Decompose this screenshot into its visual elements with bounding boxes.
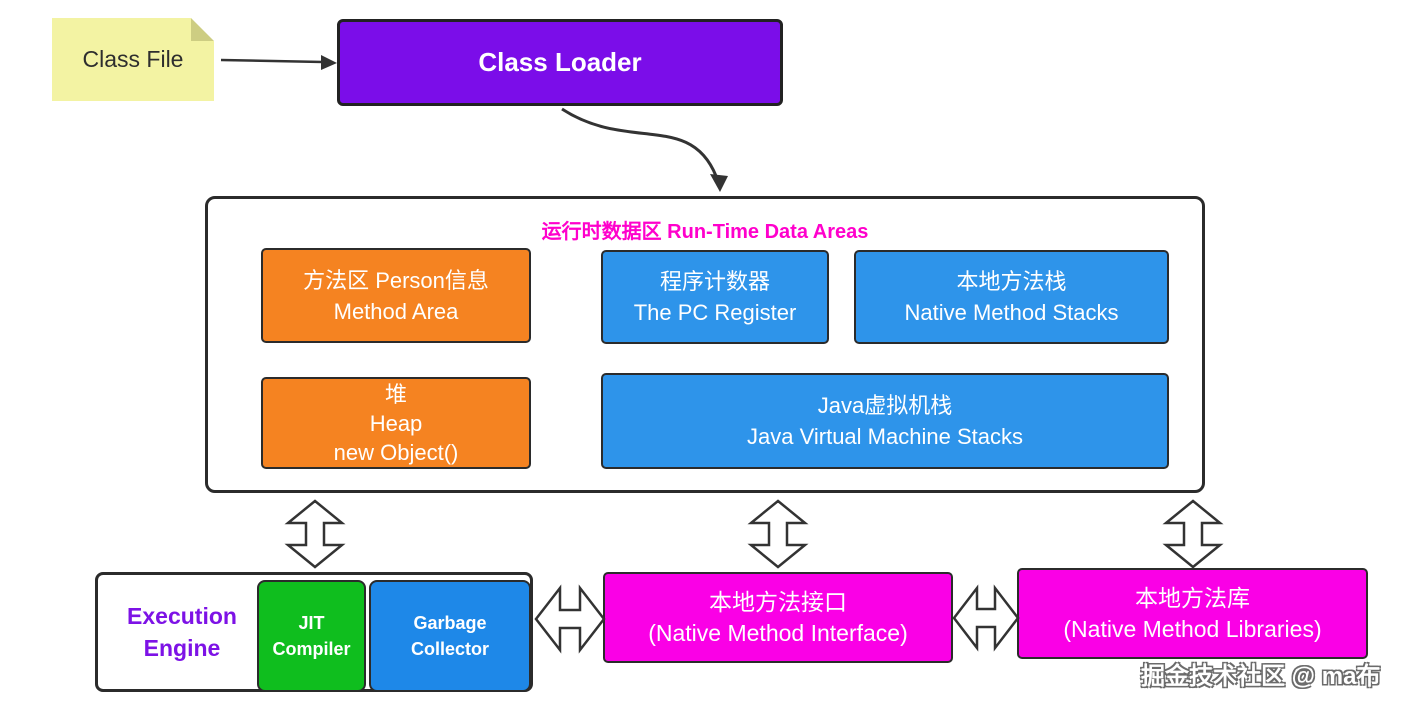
double-arrow-vertical-icon	[1162, 499, 1224, 569]
heap-box: 堆 Heap new Object()	[261, 377, 531, 469]
native-method-libraries-line1: 本地方法库	[1135, 584, 1250, 611]
heap-line2: Heap	[369, 410, 423, 436]
runtime-data-areas-box: 运行时数据区 Run-Time Data Areas 方法区 Person信息 …	[205, 196, 1205, 493]
double-arrow-horizontal-icon	[534, 584, 606, 654]
jvm-stacks-line1: Java虚拟机栈	[817, 393, 953, 418]
jvm-stacks-line2: Java Virtual Machine Stacks	[747, 424, 1023, 449]
execution-engine-label-line2: Engine	[143, 635, 221, 661]
native-method-libraries-box: 本地方法库 (Native Method Libraries)	[1017, 568, 1368, 659]
class-file-note: Class File	[52, 18, 214, 101]
garbage-collector-line1: Garbage	[413, 613, 487, 633]
pc-register-box: 程序计数器 The PC Register	[601, 250, 829, 344]
double-arrow-vertical-icon	[284, 499, 346, 569]
method-area-box: 方法区 Person信息 Method Area	[261, 248, 531, 343]
note-folded-corner-icon	[191, 18, 214, 41]
native-method-interface-line2: (Native Method Interface)	[648, 619, 908, 646]
garbage-collector-line2: Collector	[410, 639, 489, 659]
jit-compiler-line1: JIT	[298, 613, 325, 633]
double-arrow-horizontal-icon	[952, 584, 1020, 652]
method-area-line2: Method Area	[333, 298, 459, 324]
heap-line3: new Object()	[333, 439, 459, 465]
jit-compiler-line2: Compiler	[272, 639, 351, 659]
class-loader-box: Class Loader	[337, 19, 783, 106]
curved-arrow-down-icon	[561, 107, 728, 192]
class-file-label: Class File	[82, 46, 184, 72]
pc-register-line1: 程序计数器	[659, 269, 770, 294]
execution-engine-label-line1: Execution	[127, 603, 237, 629]
method-area-line1: 方法区 Person信息	[303, 267, 489, 293]
double-arrow-vertical-icon	[747, 499, 809, 569]
jit-compiler-box: JIT Compiler	[257, 580, 366, 692]
pc-register-line2: The PC Register	[633, 300, 797, 325]
native-method-stacks-box: 本地方法栈 Native Method Stacks	[854, 250, 1169, 344]
execution-engine-box: Execution Engine JIT Compiler Garbage Co…	[95, 572, 533, 692]
class-loader-label: Class Loader	[478, 47, 642, 77]
jvm-stacks-box: Java虚拟机栈 Java Virtual Machine Stacks	[601, 373, 1169, 469]
native-method-interface-line1: 本地方法接口	[709, 588, 847, 615]
native-method-interface-box: 本地方法接口 (Native Method Interface)	[603, 572, 953, 663]
heap-line1: 堆	[384, 381, 407, 407]
runtime-data-areas-title: 运行时数据区 Run-Time Data Areas	[541, 221, 869, 243]
native-method-stacks-line1: 本地方法栈	[956, 269, 1067, 294]
garbage-collector-box: Garbage Collector	[369, 580, 531, 692]
execution-engine-label: Execution Engine	[106, 575, 258, 689]
watermark-text: 掘金技术社区 @ ma布	[1141, 663, 1381, 690]
arrow-right-icon	[220, 55, 337, 70]
native-method-libraries-line2: (Native Method Libraries)	[1063, 615, 1322, 642]
native-method-stacks-line2: Native Method Stacks	[904, 300, 1119, 325]
